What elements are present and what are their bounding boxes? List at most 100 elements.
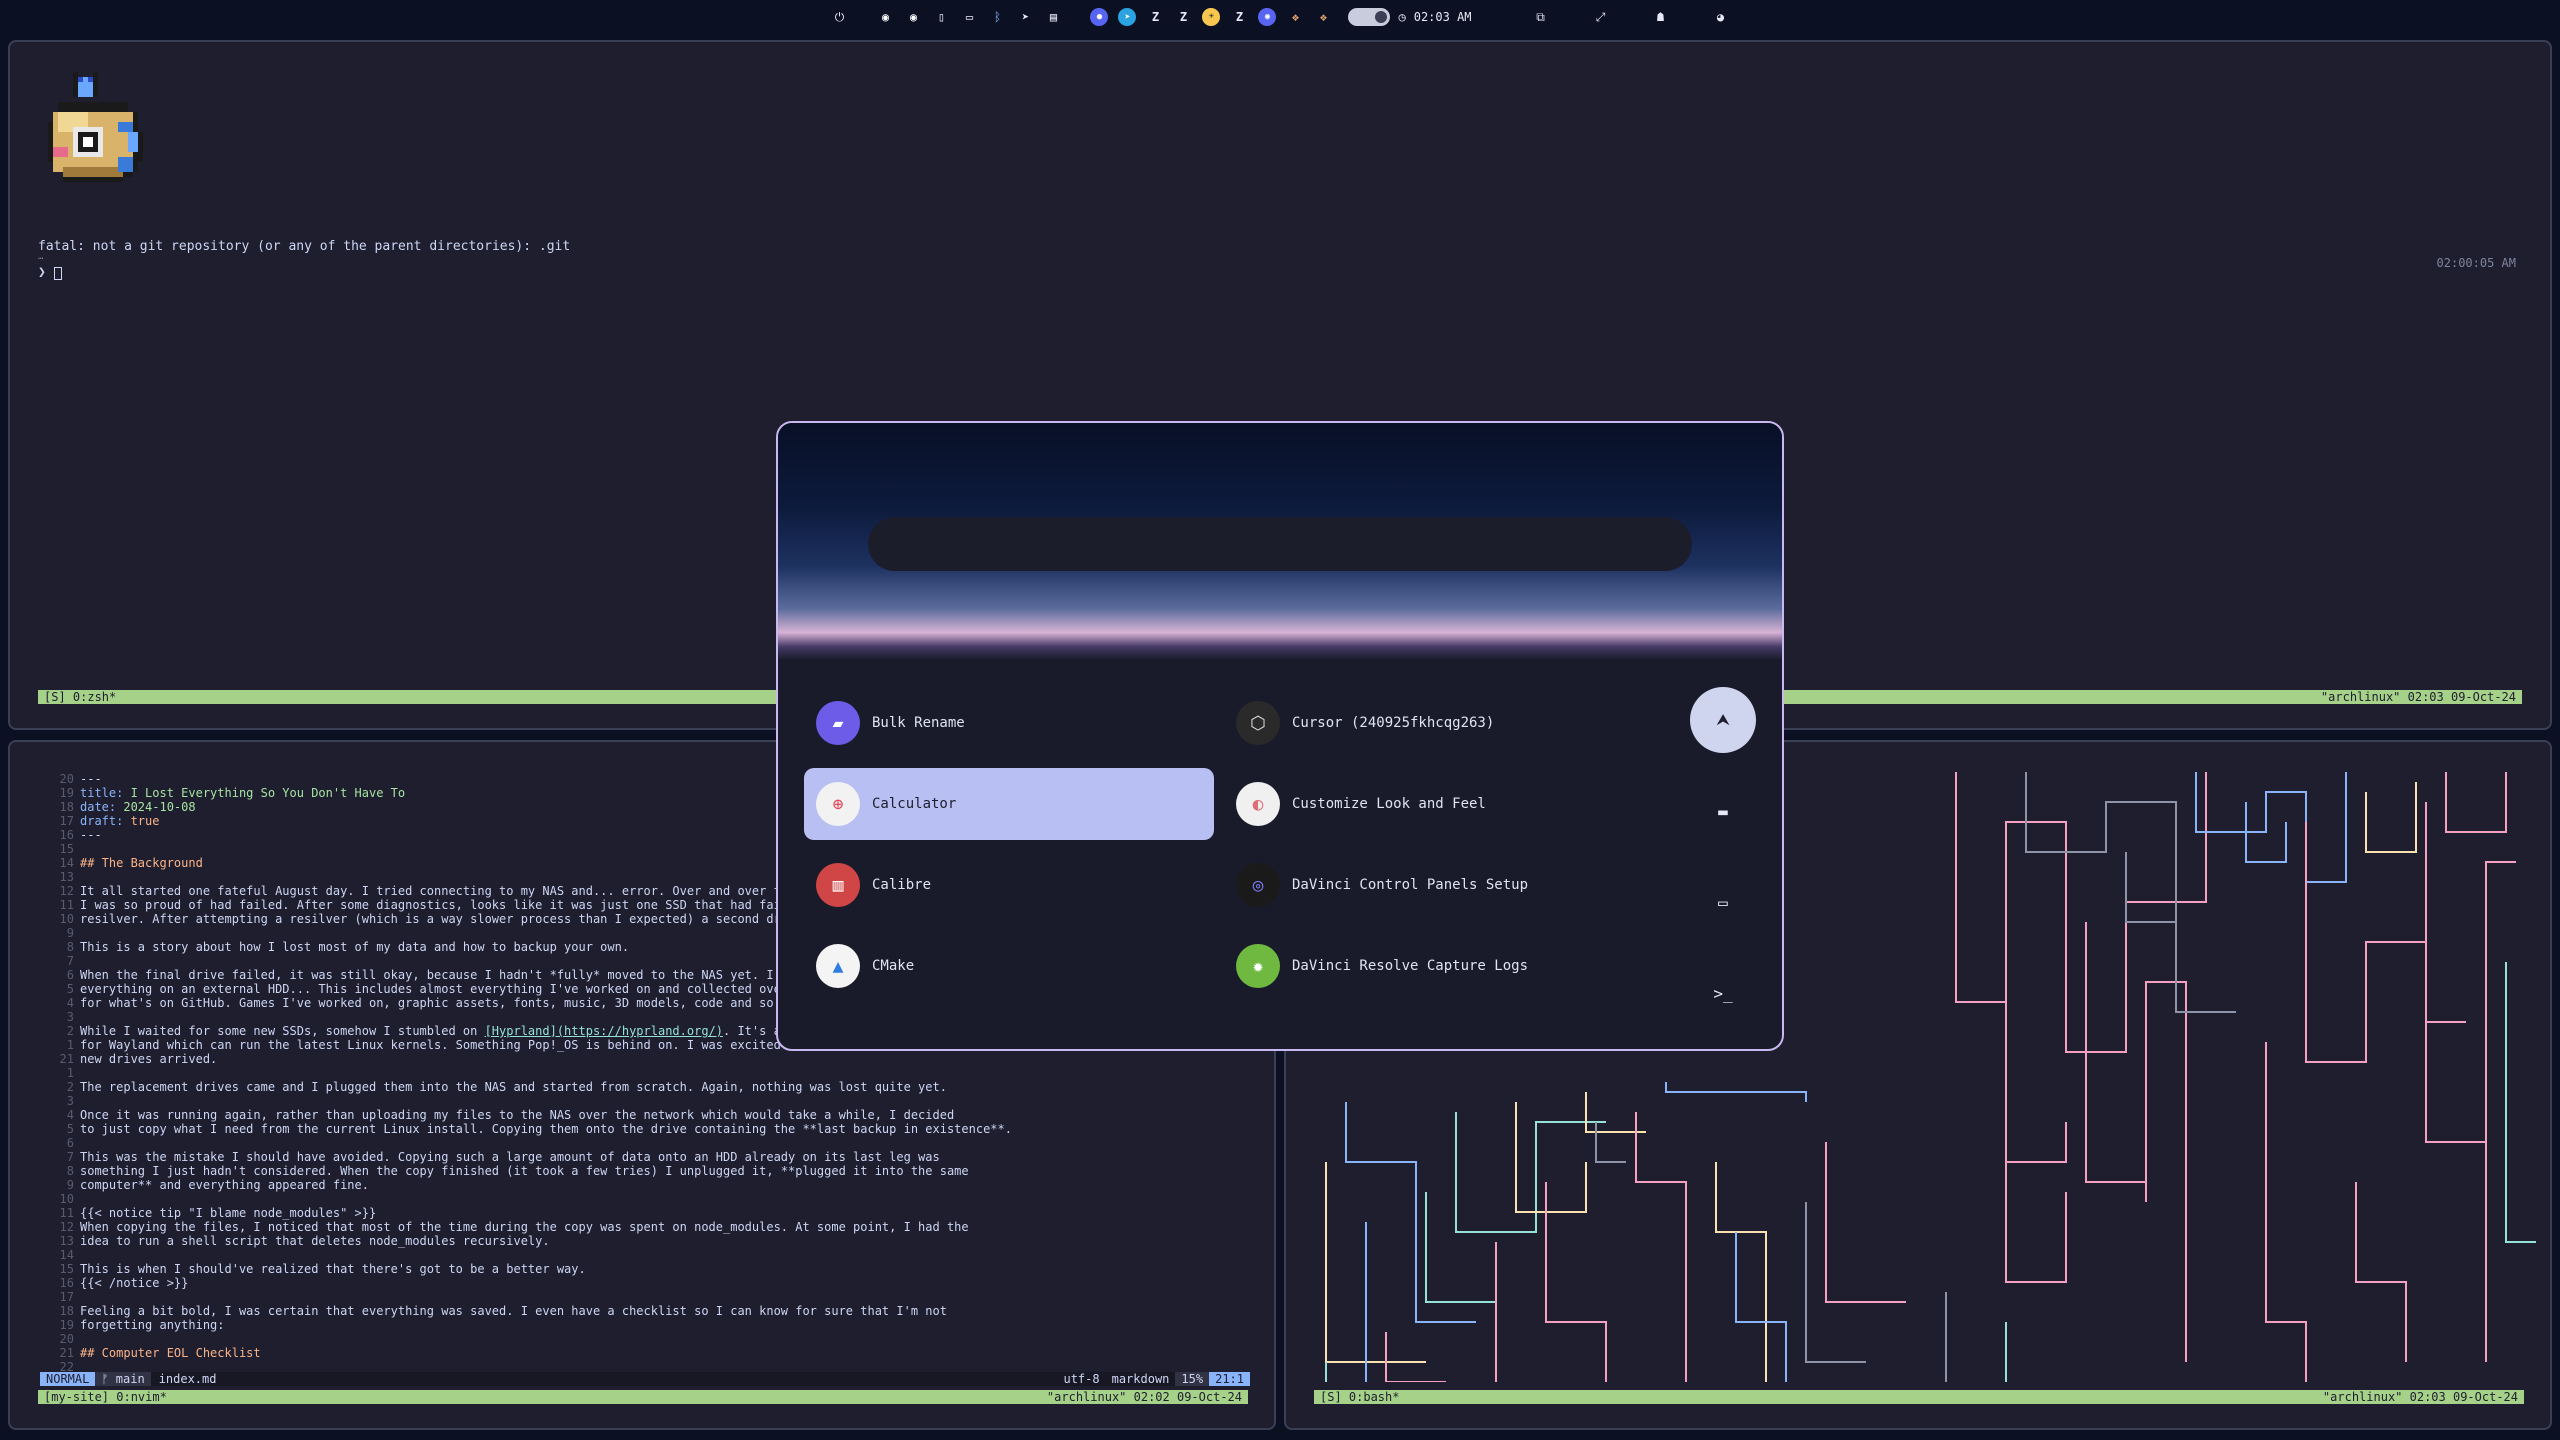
line-number: 13 — [59, 1234, 74, 1248]
line-text: The replacement drives came and I plugge… — [80, 1080, 947, 1094]
files-mode-icon[interactable]: ▬ — [1718, 801, 1728, 821]
app-label: CMake — [872, 958, 915, 974]
line-text: idea to run a shell script that deletes … — [80, 1234, 550, 1248]
app-entry[interactable]: ✹DaVinci Resolve Capture Logs — [1224, 930, 1634, 1002]
prompt-dots: … — [38, 252, 44, 262]
tablet-icon[interactable]: ▭ — [965, 10, 974, 24]
buffer-line: 17 — [40, 1290, 1250, 1304]
line-text: resilver. After attempting a resilver (w… — [80, 912, 803, 926]
launcher-search[interactable] — [868, 517, 1692, 571]
power-icon[interactable]: ⏻ — [834, 9, 845, 24]
app-entry[interactable]: ⬡Cursor (240925fkhcqg263) — [1224, 687, 1634, 759]
cursor-icon: ⬡ — [1236, 701, 1280, 745]
frontmatter-key: draft: — [80, 814, 124, 828]
buffer-line: 21## Computer EOL Checklist — [40, 1346, 1250, 1360]
discord-alt-icon[interactable]: ◉ — [909, 10, 918, 24]
line-number: 8 — [66, 1164, 74, 1178]
clock-pill[interactable]: ◷ 02:03 AM — [1342, 8, 1477, 26]
apps-mode-icon[interactable]: ⮝ — [1690, 687, 1756, 753]
line-number: 17 — [59, 1290, 74, 1304]
buffer-line: 12 When copying the files, I noticed that… — [40, 1220, 1250, 1234]
app-launcher[interactable]: ▰Bulk Rename⬡Cursor (240925fkhcqg263)⊕Ca… — [776, 421, 1784, 1051]
discord-tray-icon[interactable]: ◉ — [1258, 8, 1277, 26]
line-number: 15 — [59, 1262, 74, 1276]
buffer-line: 16 {{< /notice >}} — [40, 1276, 1250, 1290]
terminal-mode-icon[interactable]: >_ — [1713, 983, 1733, 1003]
app-entry[interactable]: ▲CMake — [804, 930, 1214, 1002]
palette-icon[interactable]: ◕ — [1716, 10, 1725, 24]
top-bar: ⏻ ◉ ◉ ▯ ▭ ᛒ ➤ ▤ ● ➤ Z Z ☀ Z ◉ ❖ ❖ ◷ 02:0… — [0, 0, 2560, 34]
line-number: 22 — [59, 1360, 74, 1374]
line-text: This is a story about how I lost most of… — [80, 940, 630, 954]
line-text: When copying the files, I noticed that m… — [80, 1220, 969, 1234]
prompt-line[interactable]: ❯ — [38, 266, 62, 280]
buffer-line: 10 — [40, 1192, 1250, 1206]
ghost-icon[interactable]: ☗ — [1656, 10, 1665, 24]
prompt-symbol: ❯ — [38, 265, 54, 280]
line-number: 3 — [66, 1094, 74, 1108]
telegram-tray-icon[interactable]: ➤ — [1118, 8, 1137, 26]
z-third-icon[interactable]: Z — [1235, 10, 1244, 24]
app-entry[interactable]: ⊕Calculator — [804, 768, 1214, 840]
window-mode-icon[interactable]: ▭ — [1718, 892, 1728, 912]
line-text: {{< /notice >}} — [80, 1276, 189, 1290]
mode-indicator: NORMAL — [40, 1372, 96, 1386]
workspace-icon[interactable]: ⧉ — [1536, 9, 1545, 24]
file-encoding: utf-8 — [1063, 1372, 1100, 1386]
markdown-link[interactable]: [Hyprland](https://hyprland.org/) — [484, 1024, 723, 1038]
discord-icon[interactable]: ◉ — [881, 10, 890, 24]
tmux-session[interactable]: [my-site] 0:nvim* — [44, 1390, 167, 1404]
line-text: --- — [80, 828, 102, 842]
tmux-session[interactable]: [S] 0:bash* — [1320, 1390, 1400, 1404]
file-name: index.md — [158, 1372, 217, 1386]
avatar-toggle[interactable] — [1348, 8, 1391, 26]
cursor-block — [53, 266, 62, 280]
buffer-line: 1 — [40, 1066, 1250, 1080]
z-icon[interactable]: Z — [1151, 10, 1160, 24]
frontmatter-key: date: — [80, 800, 117, 814]
line-number: 18 — [59, 800, 74, 814]
buffer-line: 8 something I just hadn't considered. Whe… — [40, 1164, 1250, 1178]
cat-icon[interactable]: ❖ — [1291, 10, 1300, 24]
line-number: 1 — [66, 1038, 74, 1052]
line-number: 4 — [66, 1108, 74, 1122]
line-text: for what's on GitHub. Games I've worked … — [80, 996, 803, 1010]
telegram-icon[interactable]: ➤ — [1021, 10, 1030, 24]
card-icon[interactable]: ▤ — [1049, 10, 1058, 24]
z-alt-icon[interactable]: Z — [1179, 10, 1188, 24]
app-entry[interactable]: ◎DaVinci Control Panels Setup — [1224, 849, 1634, 921]
tmux-session[interactable]: [S] 0:zsh* — [44, 690, 117, 704]
scroll-percent: 15% — [1175, 1372, 1210, 1386]
line-number: 16 — [59, 1276, 74, 1290]
buffer-line: 15 This is when I should've realized that… — [40, 1262, 1250, 1276]
frontmatter-key: title: — [80, 786, 124, 800]
tmux-host-time: "archlinux" 02:03 09-Oct-24 — [2320, 690, 2516, 704]
tmux-status-line: [S] 0:bash* "archlinux" 02:03 09-Oct-24 — [1314, 1390, 2524, 1404]
line-number: 5 — [66, 1122, 74, 1136]
line-number: 12 — [59, 1220, 74, 1234]
search-input[interactable] — [868, 517, 1692, 571]
line-text: {{< notice tip "I blame node_modules" >}… — [80, 1206, 377, 1220]
sun-icon[interactable]: ☀ — [1202, 8, 1221, 26]
app-entry[interactable]: ▰Bulk Rename — [804, 687, 1214, 759]
phone-icon[interactable]: ▯ — [937, 10, 946, 24]
cat-alt-icon[interactable]: ❖ — [1319, 10, 1328, 24]
line-text: Once it was running again, rather than u… — [80, 1108, 955, 1122]
bluetooth-icon[interactable]: ᛒ — [993, 10, 1002, 24]
expand-icon[interactable]: ⤢ — [1595, 9, 1606, 24]
blue-circle-icon[interactable]: ● — [1090, 8, 1109, 26]
app-entry[interactable]: ◐Customize Look and Feel — [1224, 768, 1634, 840]
power-group: ⏻ — [816, 5, 862, 29]
app-entry[interactable]: ▥Calibre — [804, 849, 1214, 921]
pokemon-sprite — [48, 72, 143, 182]
line-text: This is when I should've realized that t… — [80, 1262, 586, 1276]
buffer-line: 20--- — [40, 772, 1250, 786]
line-number: 11 — [59, 1206, 74, 1220]
customize-icon: ◐ — [1236, 782, 1280, 826]
line-text: something I just hadn't considered. When… — [80, 1164, 969, 1178]
